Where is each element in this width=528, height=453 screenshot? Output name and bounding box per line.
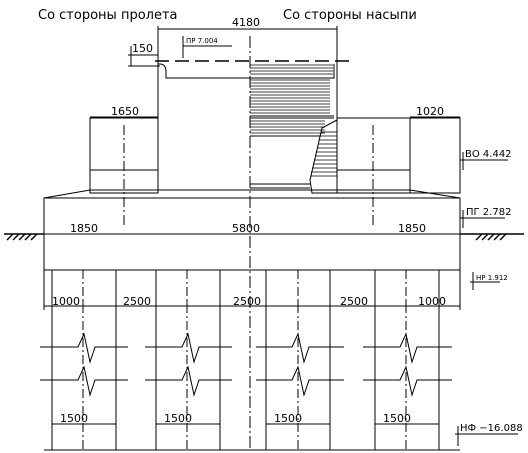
- svg-text:НР 1.912: НР 1.912: [476, 274, 508, 282]
- svg-text:1020: 1020: [416, 105, 444, 118]
- svg-text:5800: 5800: [232, 222, 260, 235]
- elevation-nf: НФ −16.088: [455, 423, 523, 446]
- pile-1: 1500: [40, 270, 128, 450]
- dimension-top-offset: 150: [128, 42, 160, 67]
- elevation-vo: ВО 4.442: [460, 149, 512, 170]
- svg-text:1650: 1650: [111, 105, 139, 118]
- svg-text:ПГ 2.782: ПГ 2.782: [466, 207, 511, 218]
- heading-span-side: Со стороны пролета: [38, 8, 178, 23]
- right-bearing-block: 1020: [336, 105, 461, 194]
- dimension-top-width: 4180: [157, 16, 338, 58]
- wing-wall: [309, 119, 338, 194]
- svg-text:ПР 7.004: ПР 7.004: [186, 37, 218, 45]
- svg-text:2500: 2500: [233, 295, 261, 308]
- svg-text:1000: 1000: [52, 295, 80, 308]
- svg-text:ВО 4.442: ВО 4.442: [465, 149, 512, 160]
- svg-text:1500: 1500: [60, 412, 88, 425]
- ground-left: [4, 233, 44, 241]
- backwall-inner-lines: [250, 115, 334, 137]
- svg-text:НФ −16.088: НФ −16.088: [460, 423, 523, 434]
- svg-text:4180: 4180: [232, 16, 260, 29]
- pile-3: 1500: [256, 270, 344, 450]
- heading-embankment-side: Со стороны насыпи: [283, 8, 417, 23]
- svg-text:2500: 2500: [340, 295, 368, 308]
- svg-text:2500: 2500: [123, 295, 151, 308]
- pile-2: 1500: [145, 270, 232, 450]
- svg-text:1500: 1500: [383, 412, 411, 425]
- svg-text:150: 150: [132, 42, 153, 55]
- wing-wall-hatching: [311, 131, 337, 177]
- elevation-pg: ПГ 2.782: [460, 207, 511, 228]
- ground-right: [460, 233, 524, 241]
- elevation-nr: НР 1.912: [470, 272, 508, 290]
- svg-text:1850: 1850: [398, 222, 426, 235]
- backwall: [157, 58, 338, 193]
- pile-4: 1500: [363, 270, 452, 450]
- backwall-hatching: [250, 64, 333, 134]
- elevation-pr: ПР 7.004: [182, 36, 232, 58]
- dimension-piles: 1000 2500 2500 2500 1000: [43, 270, 461, 312]
- pile-cap: [43, 183, 461, 271]
- dimension-slab: 1850 5800 1850: [70, 222, 426, 235]
- svg-text:1500: 1500: [164, 412, 192, 425]
- svg-text:1850: 1850: [70, 222, 98, 235]
- svg-text:1500: 1500: [274, 412, 302, 425]
- svg-text:1000: 1000: [418, 295, 446, 308]
